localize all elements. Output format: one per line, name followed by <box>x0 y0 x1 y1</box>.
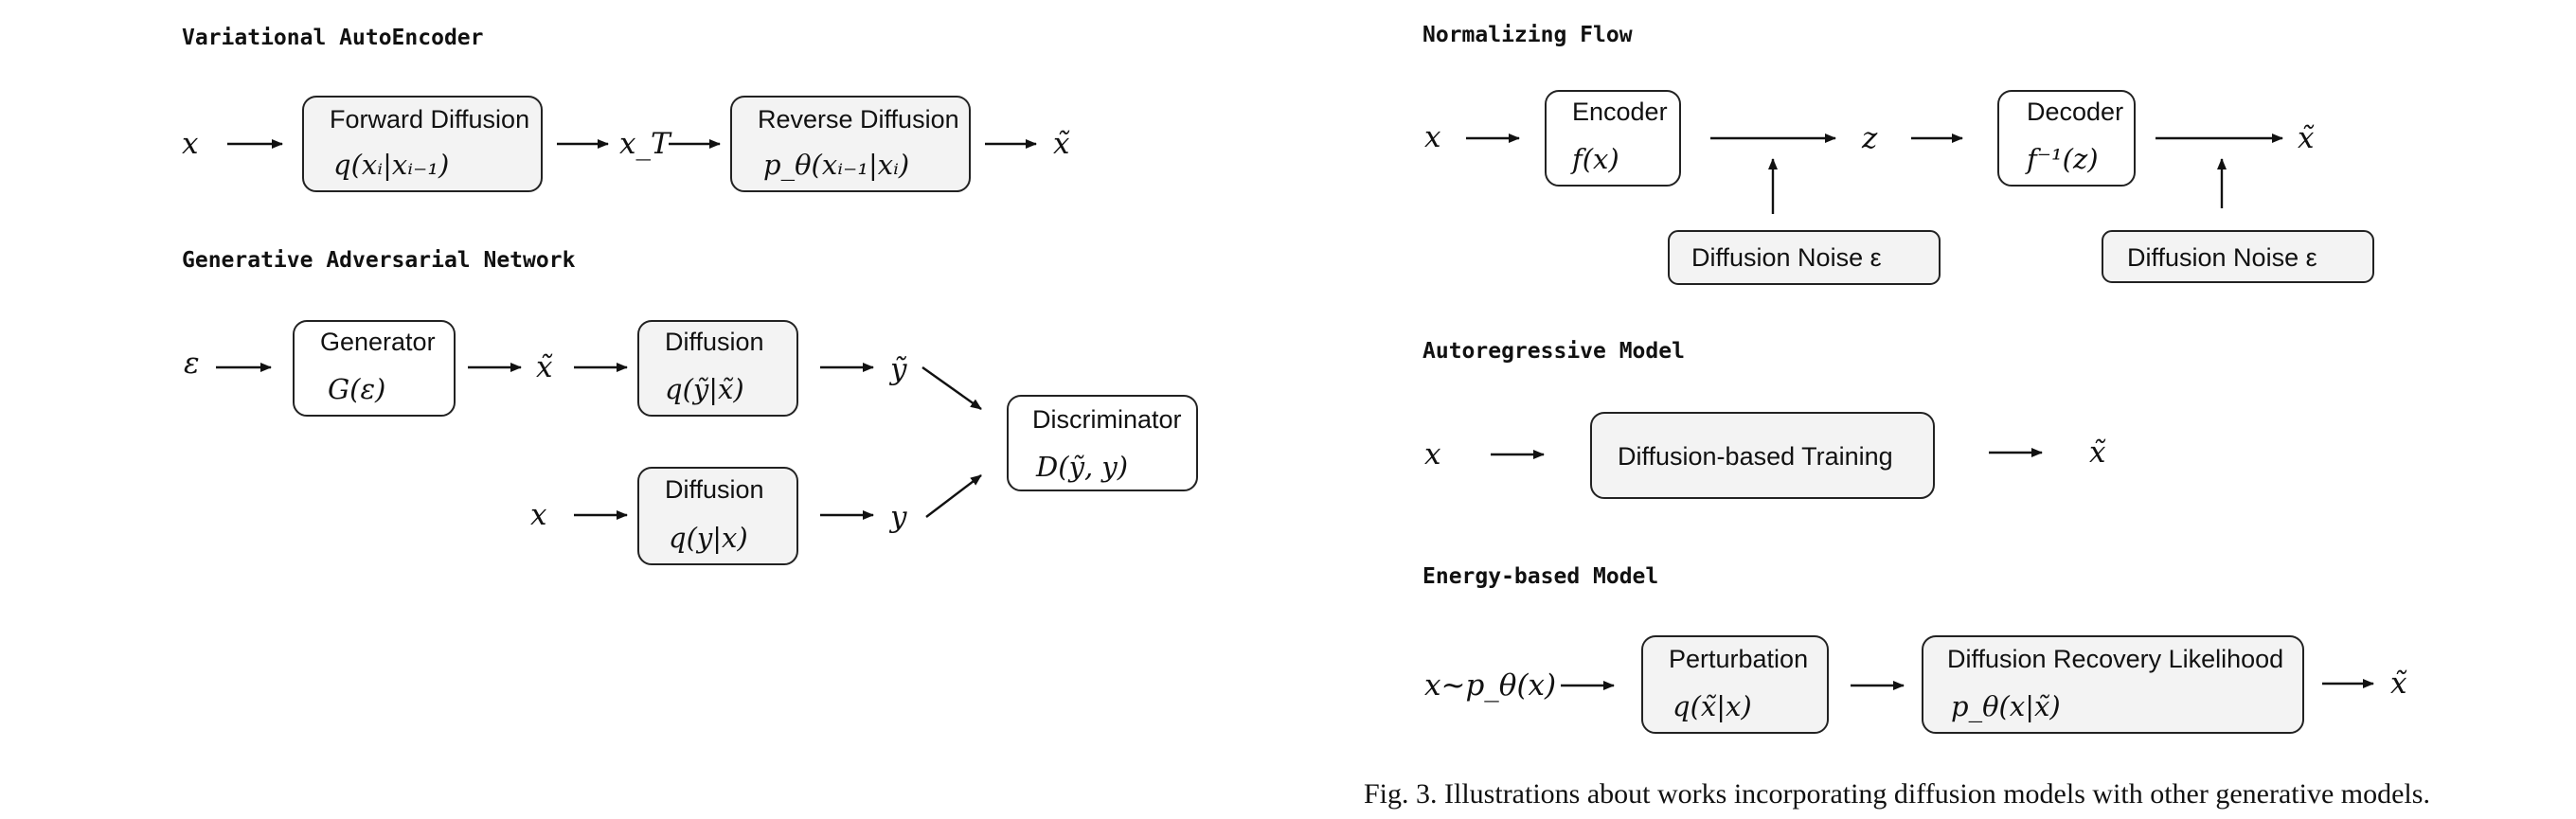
ebm-perturb-box: Perturbation q(x̃|x) <box>1641 635 1829 734</box>
nf-encoder-box: Encoder f(x) <box>1545 90 1681 187</box>
vae-reverse-label: Reverse Diffusion <box>758 105 959 134</box>
figure-caption: Fig. 3. Illustrations about works incorp… <box>1364 778 2430 810</box>
gan-fake: x̃ <box>536 350 553 384</box>
gan-generator-label: Generator <box>320 328 436 356</box>
gan-diffusion-top-rect <box>637 320 798 417</box>
ar-training-box: Diffusion-based Training <box>1590 412 1935 499</box>
gan-discriminator-box: Discriminator D(ỹ, y) <box>1007 395 1198 491</box>
gan-generator-rect <box>293 320 456 417</box>
gan-real-in: x <box>530 498 547 532</box>
ebm-output: x̃ <box>2390 667 2407 701</box>
gan-noise: ε <box>184 347 200 381</box>
gan-arrow-to-disc-top <box>921 366 982 410</box>
gan-title: Generative Adversarial Network <box>182 248 576 273</box>
ebm-recovery-rect <box>1922 635 2304 734</box>
gan-real-out: y <box>888 500 907 534</box>
ebm-title: Energy-based Model <box>1422 564 1658 589</box>
nf-decoder-rect <box>1997 90 2136 187</box>
ar-training-label: Diffusion-based Training <box>1618 442 1893 471</box>
nf-encoder-rect <box>1545 90 1681 187</box>
gan-discriminator-math: D(ỹ, y) <box>1035 451 1128 483</box>
vae-forward-box: Forward Diffusion q(xᵢ|xᵢ₋₁) <box>302 96 543 192</box>
gan-discriminator-label: Discriminator <box>1032 405 1182 434</box>
gan-diffusion-bottom-label: Diffusion <box>665 475 764 504</box>
ebm-perturb-rect <box>1641 635 1829 734</box>
nf-encoder-math: f(x) <box>1570 143 1619 175</box>
gan-diffusion-top-math: q(ỹ|x̃) <box>665 373 744 405</box>
nf-noise-right-label: Diffusion Noise ε <box>2127 243 2317 272</box>
ar-training-rect <box>1590 412 1935 499</box>
vae-forward-rect <box>302 96 543 192</box>
ebm-input: x~p_θ(x) <box>1424 668 1556 703</box>
vae-input: x <box>182 127 199 161</box>
nf-noise-left-rect <box>1668 230 1941 285</box>
ebm-section: Energy-based Model x~p_θ(x) Perturbation… <box>1422 564 2407 734</box>
nf-input: x <box>1424 120 1441 154</box>
nf-latent: z <box>1861 121 1878 155</box>
nf-noise-left-box: Diffusion Noise ε <box>1668 230 1941 285</box>
gan-section: Generative Adversarial Network ε Generat… <box>182 248 1198 565</box>
ar-section: Autoregressive Model x Diffusion-based T… <box>1422 339 2106 499</box>
nf-decoder-label: Decoder <box>2027 98 2123 126</box>
ebm-recovery-box: Diffusion Recovery Likelihood p_θ(x|x̃) <box>1922 635 2304 734</box>
nf-encoder-label: Encoder <box>1572 98 1668 126</box>
vae-section: Variational AutoEncoder x Forward Diffus… <box>182 26 1070 192</box>
gan-generator-math: G(ε) <box>328 373 385 405</box>
nf-decoder-math: f⁻¹(z) <box>2025 143 2099 175</box>
vae-title: Variational AutoEncoder <box>182 26 484 50</box>
gan-arrow-to-disc-bottom <box>925 474 982 518</box>
gan-diffusion-top-label: Diffusion <box>665 328 764 356</box>
ebm-recovery-label: Diffusion Recovery Likelihood <box>1947 645 2283 673</box>
ar-title: Autoregressive Model <box>1422 339 1685 364</box>
ar-input: x <box>1424 437 1441 472</box>
vae-forward-label: Forward Diffusion <box>330 105 529 134</box>
ebm-recovery-math: p_θ(x|x̃) <box>1951 690 2061 723</box>
ebm-perturb-label: Perturbation <box>1669 645 1808 673</box>
gan-diffusion-bottom-math: q(y|x) <box>669 522 748 554</box>
nf-output: x̃ <box>2298 121 2315 155</box>
ar-output: x̃ <box>2089 436 2106 470</box>
vae-reverse-math: p_θ(xᵢ₋₁|xᵢ) <box>763 149 909 182</box>
gan-fake-out: ỹ <box>888 352 907 386</box>
nf-noise-right-box: Diffusion Noise ε <box>2102 230 2374 283</box>
ebm-perturb-math: q(x̃|x) <box>1673 690 1752 722</box>
gan-discriminator-rect <box>1007 395 1198 491</box>
nf-section: Normalizing Flow x Encoder f(x) z Decode… <box>1422 23 2374 285</box>
gan-diffusion-top-box: Diffusion q(ỹ|x̃) <box>637 320 798 417</box>
vae-reverse-box: Reverse Diffusion p_θ(xᵢ₋₁|xᵢ) <box>730 96 971 192</box>
nf-decoder-box: Decoder f⁻¹(z) <box>1997 90 2136 187</box>
vae-forward-math: q(xᵢ|xᵢ₋₁) <box>333 149 449 181</box>
nf-noise-right-rect <box>2102 230 2374 283</box>
gan-diffusion-bottom-box: Diffusion q(y|x) <box>637 467 798 565</box>
nf-title: Normalizing Flow <box>1422 23 1633 47</box>
gan-generator-box: Generator G(ε) <box>293 320 456 417</box>
nf-noise-left-label: Diffusion Noise ε <box>1691 243 1882 272</box>
vae-reverse-rect <box>730 96 971 192</box>
vae-output: x̃ <box>1053 127 1070 161</box>
gan-diffusion-bottom-rect <box>637 467 798 565</box>
vae-mid: x_T <box>619 127 672 161</box>
